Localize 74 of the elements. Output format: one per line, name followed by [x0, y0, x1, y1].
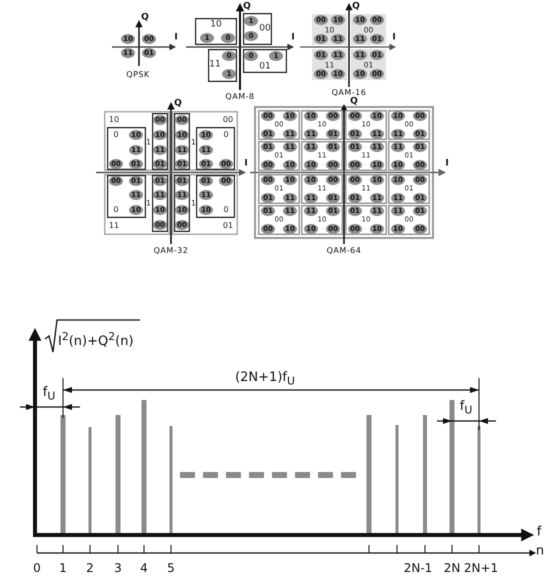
tick-label: 2N	[444, 562, 460, 574]
caption: QAM-32	[154, 247, 188, 255]
axis-label: n	[536, 544, 544, 558]
symbol-group-box	[301, 174, 343, 204]
tick-label: 2N-1	[404, 562, 432, 574]
dimension-label: f$_{U}$	[460, 400, 472, 416]
dimension-label: (2N+1)f$_{U}$	[235, 370, 295, 388]
symbol-group-box	[107, 127, 146, 170]
quadrant-panel	[312, 14, 347, 45]
axis-label: Q	[350, 98, 358, 106]
caption: QAM-8	[225, 93, 255, 101]
axis-title: I$^{2}$(n)+Q$^{2}$(n)	[58, 332, 134, 348]
symbol-group-box	[388, 110, 430, 140]
axis-label: Q	[174, 100, 182, 108]
quadrant-frame	[172, 174, 238, 235]
quadrant-panel	[312, 49, 347, 80]
symbol-group-box	[196, 127, 235, 170]
group-label: 11	[209, 60, 221, 70]
symbol-group-box	[107, 175, 146, 218]
symbol-group-box	[345, 205, 387, 235]
symbol-group-box	[301, 141, 343, 171]
group-label: 0	[113, 206, 119, 214]
symbol-group-box	[258, 205, 300, 235]
symbol-group-box	[243, 49, 287, 73]
axis-label: I	[291, 34, 295, 42]
symbol-group-box	[258, 141, 300, 171]
symbol-group-box	[258, 110, 300, 140]
symbol-group-box	[345, 110, 387, 140]
group-label: 10	[108, 116, 120, 124]
quadrant-panel	[351, 14, 386, 45]
tick-label: 2N+1	[464, 562, 498, 574]
caption: QAM-64	[326, 247, 362, 255]
axis-label: I	[244, 160, 248, 168]
tick-label: 2	[86, 562, 94, 574]
symbol-group-box	[345, 174, 387, 204]
quadrant-frame	[172, 111, 238, 171]
dimension-label: f$_{U}$	[42, 386, 56, 402]
axis-label: I	[174, 34, 178, 42]
tick-label: 5	[167, 562, 175, 574]
tick-label: 1	[59, 562, 67, 574]
symbol-group-box	[301, 110, 343, 140]
axis-label: f	[536, 526, 542, 538]
axis-label: I	[392, 34, 396, 42]
tick-label: 4	[140, 562, 148, 574]
group-label: 0	[223, 206, 229, 214]
symbol-group-box	[388, 205, 430, 235]
group-label: 00	[259, 24, 271, 34]
tick-label: 0	[33, 562, 41, 574]
axis-label: Q	[141, 14, 149, 22]
group-label: 00	[222, 116, 234, 124]
symbol-group-box	[345, 141, 387, 171]
group-label: 01	[259, 62, 271, 72]
quadrant-frame	[104, 111, 170, 171]
caption: QAM-16	[332, 88, 366, 96]
symbol-group-box	[196, 175, 235, 218]
group-label: 01	[222, 222, 234, 230]
tick-label: 3	[114, 562, 122, 574]
caption: QPSK	[126, 71, 150, 79]
quadrant-frame	[104, 174, 170, 235]
axis-label: Q	[352, 2, 360, 12]
axis-label: Q	[243, 2, 251, 12]
symbol-group-box	[243, 13, 272, 45]
group-label: 0	[113, 131, 119, 139]
symbol-group-box	[301, 205, 343, 235]
group-label: 0	[223, 131, 229, 139]
axis-label: I	[445, 160, 449, 168]
quadrant-panel	[351, 49, 386, 80]
symbol-group-box	[388, 174, 430, 204]
symbol-group-box	[195, 18, 237, 45]
symbol-group-box	[388, 141, 430, 171]
symbol-group-box	[258, 174, 300, 204]
group-label: 10	[210, 20, 222, 30]
group-label: 11	[108, 222, 120, 230]
symbol-group-box	[208, 49, 237, 82]
